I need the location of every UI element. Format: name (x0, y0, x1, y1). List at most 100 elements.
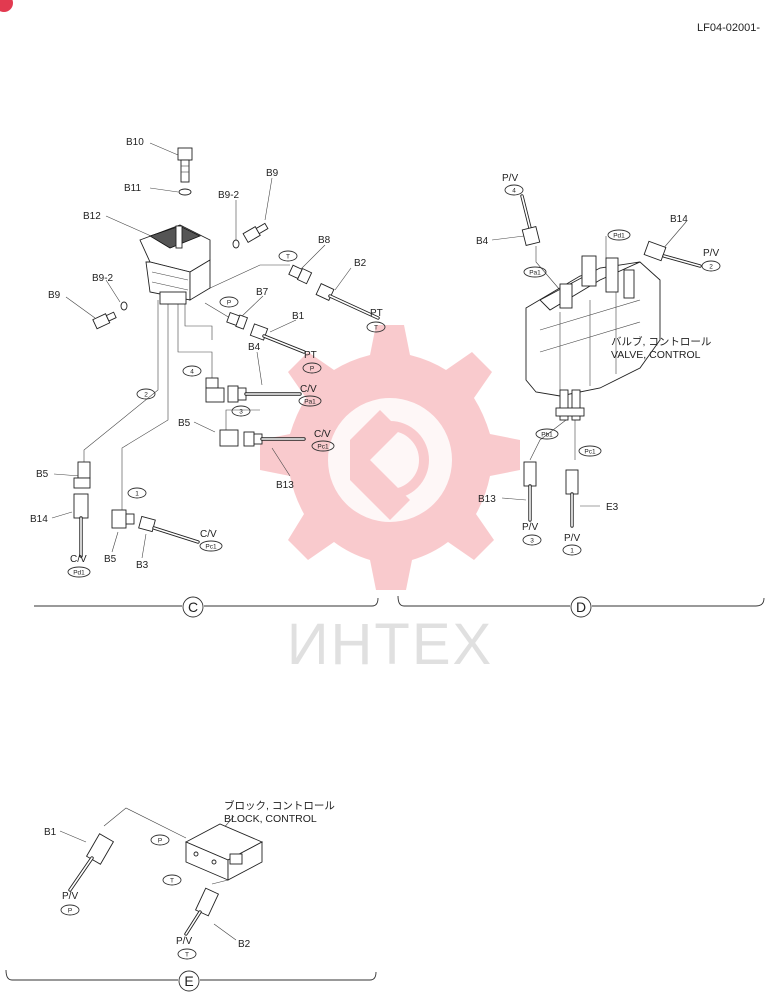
svg-text:3: 3 (239, 409, 243, 416)
section-d-title: D (576, 599, 586, 615)
svg-text:3: 3 (530, 538, 534, 545)
oval-t-pt: T (366, 321, 386, 333)
section-e-marker (178, 970, 200, 992)
section-e-ovals: P T P T (60, 834, 197, 960)
oval-pa1: Pa1 (298, 395, 322, 407)
control-valve-body-icon (525, 255, 661, 421)
oval-d-pd1: Pd1 (607, 229, 631, 241)
label-b5-mid: B5 (178, 418, 191, 429)
hose-b14-icon (73, 493, 89, 558)
adapter-b7-icon (226, 311, 249, 330)
label-b4: B4 (248, 342, 261, 353)
section-d-bracket (397, 595, 765, 607)
label-pt-upper: PT (370, 308, 383, 319)
oval-p-pt: P (302, 362, 322, 374)
section-e-leaders (59, 807, 237, 941)
oval-d-two: 2 (701, 260, 721, 272)
label-b12: B12 (83, 211, 101, 222)
svg-text:T: T (185, 952, 189, 959)
label-b9-lower: B9 (48, 290, 61, 301)
label-b7: B7 (256, 287, 269, 298)
svg-text:T: T (374, 325, 378, 332)
oval-three: 3 (231, 405, 251, 417)
svg-text:P: P (310, 366, 314, 373)
label-block-en: BLOCK, CONTROL (224, 813, 317, 825)
label-b13: B13 (276, 480, 294, 491)
pilot-valve-b12-icon (139, 224, 211, 305)
section-e: B1 P/V P/V B2 ブロック, コントロール BLOCK, CONTRO… (5, 799, 377, 992)
label-e3: E3 (606, 502, 619, 513)
oval-e-t-bottom: T (177, 948, 197, 960)
control-block-icon (184, 823, 264, 881)
label-b5-bottom: B5 (104, 554, 117, 565)
svg-text:T: T (170, 878, 174, 885)
label-pv-bottom-left-d: P/V (522, 522, 538, 533)
svg-text:4: 4 (512, 188, 516, 195)
section-c-bracket (34, 597, 379, 607)
svg-text:Pc1: Pc1 (584, 449, 596, 456)
elbow-b5-left-icon (73, 461, 91, 489)
corner-marker-icon (0, 0, 13, 12)
hose-b4-icon (227, 385, 302, 403)
label-cv-pc1: C/V (314, 429, 331, 440)
oval-pc1: Pc1 (311, 440, 335, 452)
label-b8: B8 (318, 235, 331, 246)
oval-d-four: 4 (504, 184, 524, 196)
elbow-b5-lower-icon (219, 429, 263, 447)
hose-b2-e-icon (184, 887, 220, 936)
label-cv-pa1: C/V (300, 384, 317, 395)
hose-b1-e-icon (68, 833, 115, 892)
svg-text:Pc1: Pc1 (317, 444, 329, 451)
plug-b9-upper-icon (242, 222, 269, 243)
label-cv-pd1: C/V (70, 554, 87, 565)
oval-d-three: 3 (522, 534, 542, 546)
section-d: P/V B4 B14 P/V B13 P/V P/V E3 バルブ, コントロー… (397, 173, 765, 618)
oval-one: 1 (127, 487, 147, 499)
elbow-b5-mid-icon (205, 377, 225, 403)
hose-b4-d-icon (520, 194, 541, 247)
svg-text:Pa1: Pa1 (529, 270, 541, 277)
label-b14-d: B14 (670, 214, 688, 225)
oval-pc1-b3: Pc1 (199, 540, 223, 552)
svg-text:Pa1: Pa1 (304, 399, 316, 406)
doc-code: LF04-02001- (697, 22, 760, 34)
label-b1-e: B1 (44, 827, 57, 838)
hose-b14-d-icon (643, 240, 702, 268)
washer-b11-icon (178, 188, 192, 196)
hose-b3-icon (138, 515, 200, 544)
svg-text:2: 2 (144, 392, 148, 399)
bolt-b10-icon (177, 147, 193, 183)
oval-e-p-left: P (60, 904, 80, 916)
label-b11: B11 (124, 183, 141, 194)
section-d-ovals: 4 Pa1 Pd1 2 Pb1 Pc1 3 1 (504, 184, 721, 556)
label-cv-pc1-b3: C/V (200, 529, 217, 540)
label-valve-jp: バルブ, コントロール (611, 335, 711, 348)
section-d-leaders (491, 221, 687, 507)
elbow-b5-bottom-icon (111, 509, 135, 529)
plug-b9-lower-icon (92, 311, 117, 330)
label-pv-bottom-right-d: P/V (564, 533, 580, 544)
section-c-leaders (51, 142, 352, 559)
oval-e-t-mid: T (162, 874, 182, 886)
label-b3: B3 (136, 560, 149, 571)
oval-t-top: T (278, 250, 298, 262)
section-c-ovals: T P T P 4 2 1 3 Pa1 Pc1 Pd1 Pc1 (67, 250, 386, 578)
oval-d-pb1: Pb1 (535, 428, 559, 440)
section-e-bracket (5, 969, 377, 981)
svg-text:P: P (68, 908, 72, 915)
label-b9-2-lower: B9-2 (92, 273, 114, 284)
label-b1: B1 (292, 311, 305, 322)
oval-e-p-top: P (150, 834, 170, 846)
section-c-title: C (188, 599, 198, 615)
label-pv-top-d: P/V (502, 173, 518, 184)
label-pv-left-e: P/V (62, 891, 78, 902)
section-e-title: E (184, 973, 193, 989)
adapter-b8-icon (288, 264, 313, 285)
label-b10: B10 (126, 137, 144, 148)
label-b14: B14 (30, 514, 48, 525)
hose-b13-d-icon (523, 461, 537, 522)
svg-text:P: P (227, 300, 231, 307)
section-d-marker (570, 596, 592, 618)
label-valve-en: VALVE, CONTROL (611, 349, 701, 361)
